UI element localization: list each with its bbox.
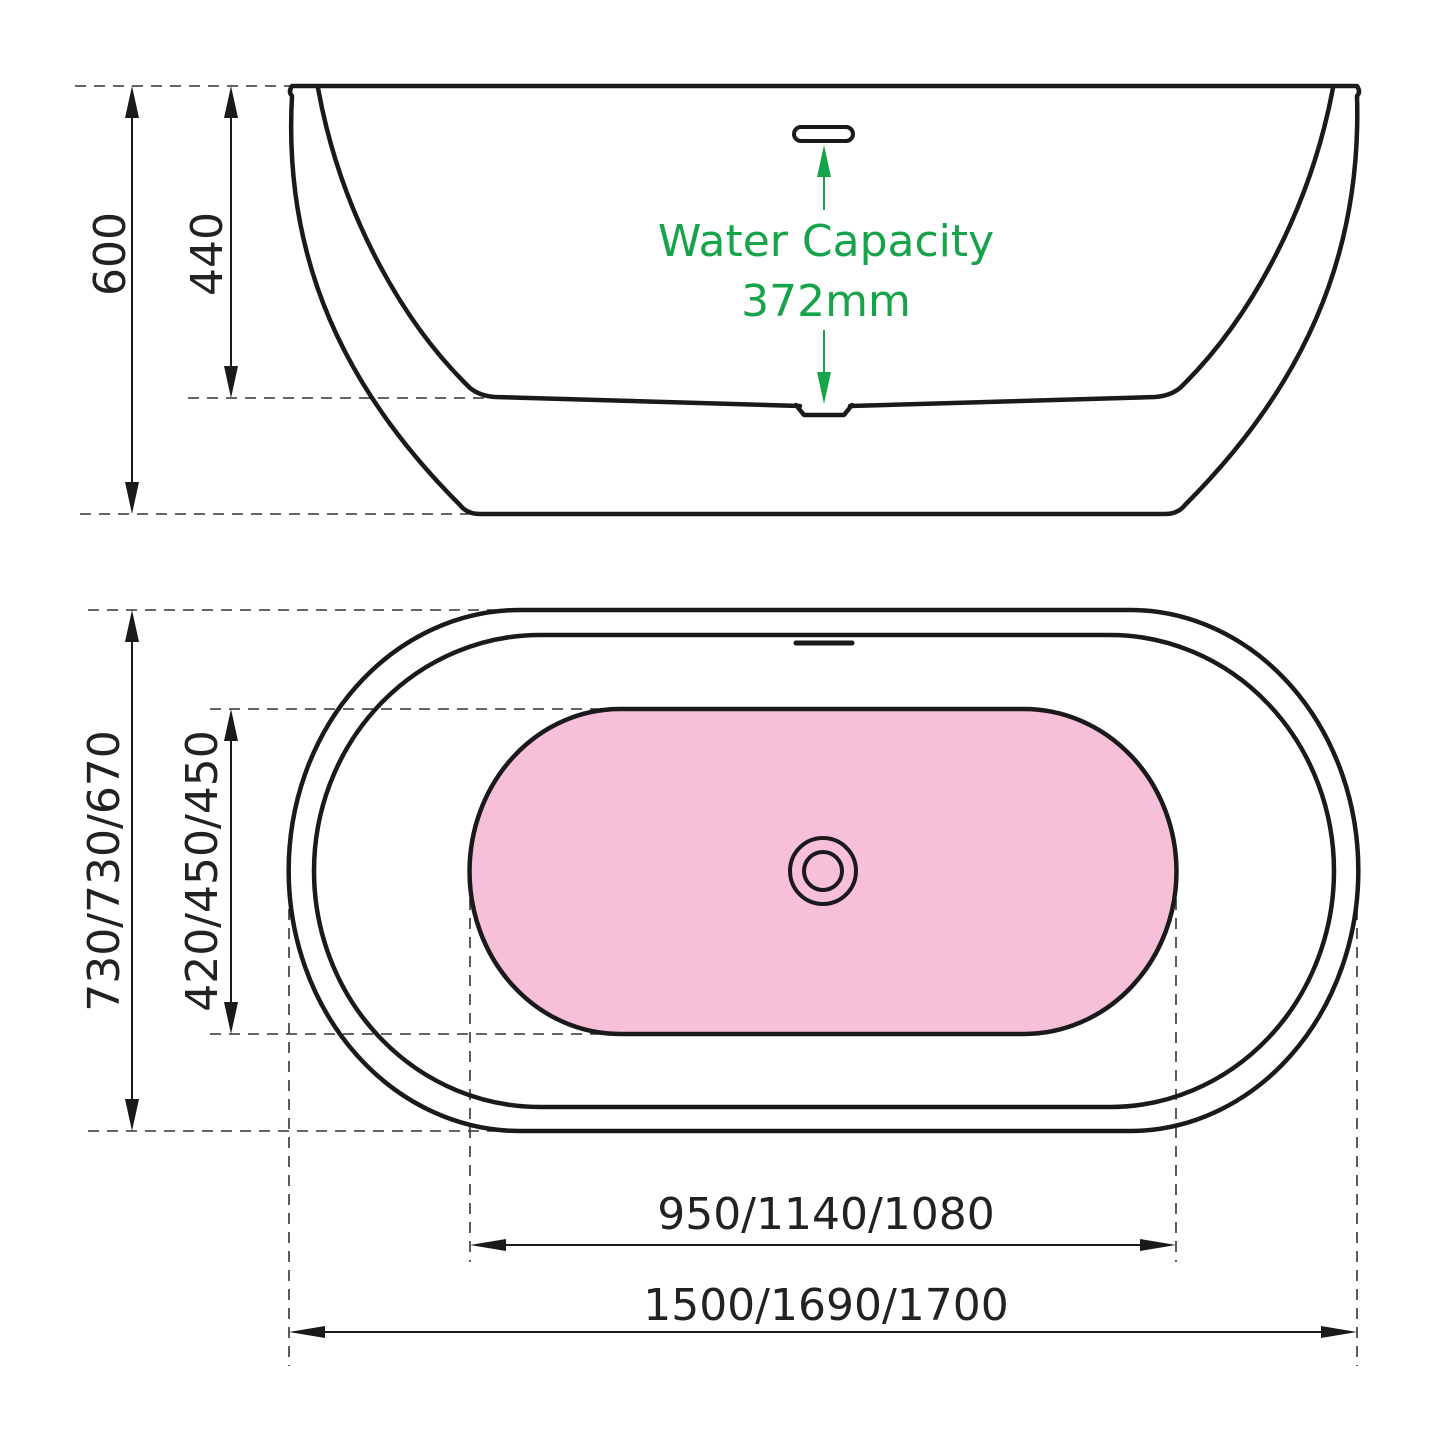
inner-length-label: 950/1140/1080: [657, 1189, 995, 1240]
outer-length-dimension: 1500/1690/1700: [289, 1280, 1357, 1338]
depth-440-dimension: 440: [182, 86, 238, 398]
basin-floor: [467, 706, 1179, 1037]
outer-width-dimension: 730/730/670: [79, 610, 139, 1131]
depth-440-label: 440: [182, 212, 233, 296]
height-600-dimension: 600: [85, 86, 139, 514]
waste-outlet: [793, 402, 855, 418]
inner-length-dimension: 950/1140/1080: [470, 1189, 1176, 1251]
overflow-icon: [792, 125, 855, 143]
tub-inner-rim: [311, 632, 1337, 1110]
side-view: 600 440 Water Capacity 372mm: [75, 83, 1362, 517]
tub-outer-rim: [286, 607, 1361, 1134]
tub-inner-wall-left: [315, 85, 803, 409]
inner-width-dimension: 420/450/450: [177, 709, 238, 1034]
inner-width-label: 420/450/450: [177, 730, 228, 1012]
outer-length-label: 1500/1690/1700: [643, 1280, 1009, 1331]
water-capacity-value: 372mm: [741, 276, 911, 327]
top-view: 730/730/670 420/450/450 950/1140/1080 15…: [79, 607, 1361, 1366]
tub-outer-shell: [287, 83, 1362, 517]
drain-icon: [788, 836, 858, 906]
height-600-label: 600: [85, 212, 136, 296]
water-capacity-indicator: Water Capacity 372mm: [658, 145, 994, 404]
outer-width-label: 730/730/670: [79, 730, 130, 1012]
water-capacity-title: Water Capacity: [658, 216, 994, 267]
tub-inner-wall-right: [847, 85, 1336, 409]
